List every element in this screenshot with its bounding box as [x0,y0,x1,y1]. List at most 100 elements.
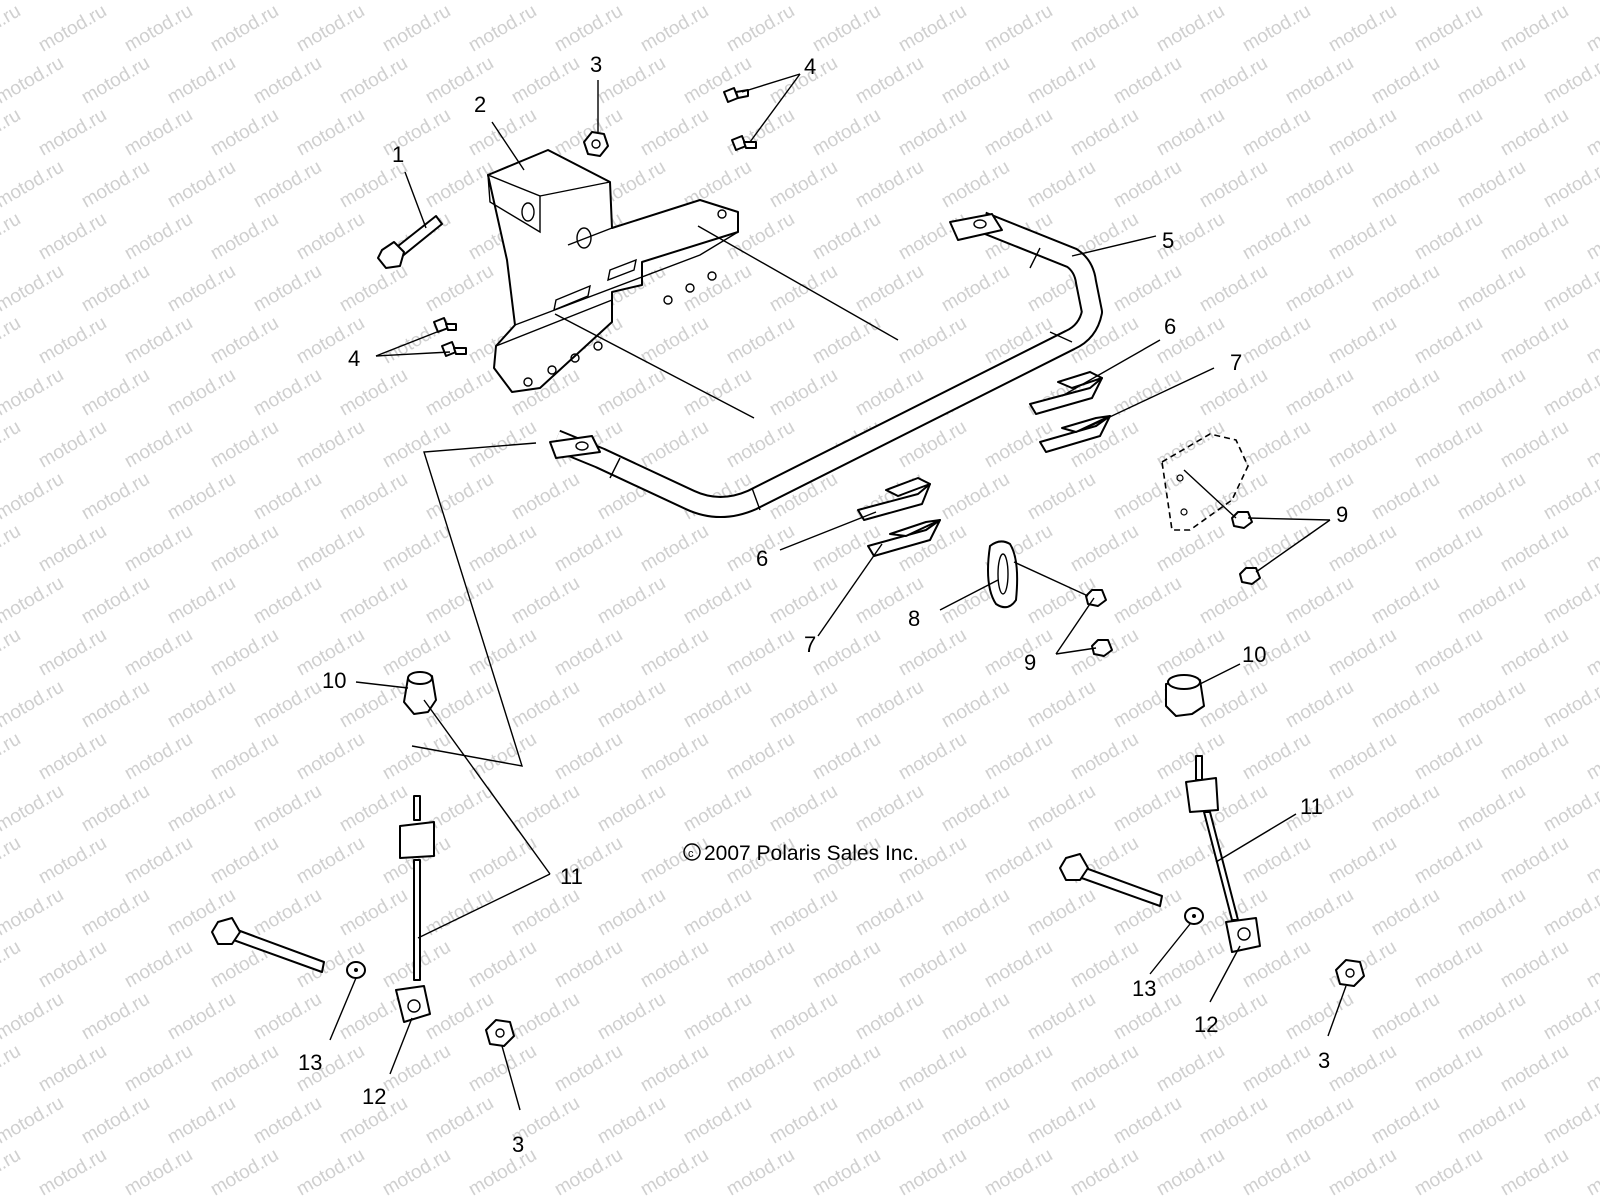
watermark-text: motod.ru [981,1041,1056,1097]
watermark-text: motod.ru [1325,1,1400,57]
watermark-text: motod.ru [723,1,798,57]
watermark-text: motod.ru [981,1,1056,57]
part-6-bushing-upper [1029,371,1103,415]
watermark-text: motod.ru [1110,781,1185,837]
watermark-text: motod.ru [1110,53,1185,109]
watermark-text: motod.ru [766,261,841,317]
watermark-text: motod.ru [1583,313,1600,369]
watermark-text: motod.ru [0,521,24,577]
watermark-text: motod.ru [207,313,282,369]
watermark-text: motod.ru [1368,0,1443,4]
watermark-text: motod.ru [35,1145,110,1200]
watermark-text: motod.ru [551,521,626,577]
watermark-text: motod.ru [422,469,497,525]
watermark-text: motod.ru [1411,417,1486,473]
watermark-text: motod.ru [1368,885,1443,941]
watermark-text: motod.ru [508,53,583,109]
watermark-text: motod.ru [207,521,282,577]
watermark-text: motod.ru [1368,573,1443,629]
watermark-text: motod.ru [680,53,755,109]
watermark-text: motod.ru [1454,469,1529,525]
watermark-text: motod.ru [938,261,1013,317]
watermark-text: motod.ru [1540,469,1600,525]
watermark-text: motod.ru [1153,1041,1228,1097]
watermark-text: motod.ru [895,1041,970,1097]
watermark-text: motod.ru [1325,105,1400,161]
callout-8: 8 [908,606,920,631]
watermark-text: motod.ru [766,781,841,837]
watermark-text: motod.ru [1540,573,1600,629]
watermark-text: motod.ru [938,0,1013,4]
watermark-text: motod.ru [465,417,540,473]
watermark-text: motod.ru [1411,729,1486,785]
watermark-text: motod.ru [551,1041,626,1097]
watermark-text: motod.ru [637,1145,712,1200]
watermark-text: motod.ru [1067,521,1142,577]
watermark-text: motod.ru [809,1145,884,1200]
watermark-text: motod.ru [465,1,540,57]
watermark-text: motod.ru [1024,0,1099,4]
watermark-text: motod.ru [121,1041,196,1097]
watermark-text: motod.ru [379,105,454,161]
svg-text:c: c [688,848,694,860]
watermark-text: motod.ru [1325,209,1400,265]
part-13-washers [346,907,1204,979]
part-6-bushing-lower [857,477,931,521]
watermark-text: motod.ru [1196,1197,1271,1200]
watermark-text: motod.ru [637,313,712,369]
watermark-text: motod.ru [1497,1041,1572,1097]
watermark-text: motod.ru [1540,885,1600,941]
watermark-text: motod.ru [1067,729,1142,785]
watermark-text: motod.ru [723,417,798,473]
watermark-text: motod.ru [938,469,1013,525]
part-2-bracket [487,149,739,393]
watermark-text: motod.ru [594,573,669,629]
watermark-text: motod.ru [293,209,368,265]
watermark-text: motod.ru [1110,573,1185,629]
watermark-text: motod.ru [1024,989,1099,1045]
watermark-text: motod.ru [164,989,239,1045]
watermark-text: motod.ru [78,677,153,733]
watermark-text: motod.ru [895,937,970,993]
watermark-text: motod.ru [809,209,884,265]
watermark-text: motod.ru [379,1041,454,1097]
mounting-plate-reference [1161,433,1249,531]
watermark-text: motod.ru [0,157,67,213]
watermark-text: motod.ru [938,885,1013,941]
watermark-text: motod.ru [809,729,884,785]
watermark-text: motod.ru [1454,1197,1529,1200]
watermark-text: motod.ru [1368,365,1443,421]
part-7-bushing-lower [867,519,941,557]
watermark-text: motod.ru [809,313,884,369]
watermark-text: motod.ru [379,521,454,577]
watermark-text: motod.ru [551,1145,626,1200]
watermark-text: motod.ru [1325,729,1400,785]
watermark-text: motod.ru [1325,625,1400,681]
watermark-text: motod.ru [723,625,798,681]
watermark-text: motod.ru [1153,1,1228,57]
watermark-text: motod.ru [1282,989,1357,1045]
part-10-bushing-right [1165,674,1205,717]
watermark-text: motod.ru [1067,1145,1142,1200]
watermark-text: motod.ru [35,209,110,265]
watermark-text: motod.ru [1024,1093,1099,1149]
watermark-text: motod.ru [1024,53,1099,109]
watermark-text: motod.ru [1411,625,1486,681]
watermark-text: motod.ru [1583,937,1600,993]
watermark-text: motod.ru [207,417,282,473]
watermark-text: motod.ru [594,365,669,421]
watermark-text: motod.ru [0,105,24,161]
callout-12-right: 12 [1194,1012,1218,1037]
watermark-text: motod.ru [0,1093,67,1149]
watermark-text: motod.ru [1411,1145,1486,1200]
callout-11-left: 11 [560,864,583,889]
watermark-text: motod.ru [852,989,927,1045]
callout-11-right: 11 [1300,794,1323,819]
watermark-text: motod.ru [1368,157,1443,213]
watermark-text: motod.ru [1196,1093,1271,1149]
watermark-text: motod.ru [422,1093,497,1149]
watermark-text: motod.ru [594,53,669,109]
watermark-text: motod.ru [1583,1145,1600,1200]
watermark-text: motod.ru [1540,1093,1600,1149]
watermark-text: motod.ru [35,105,110,161]
